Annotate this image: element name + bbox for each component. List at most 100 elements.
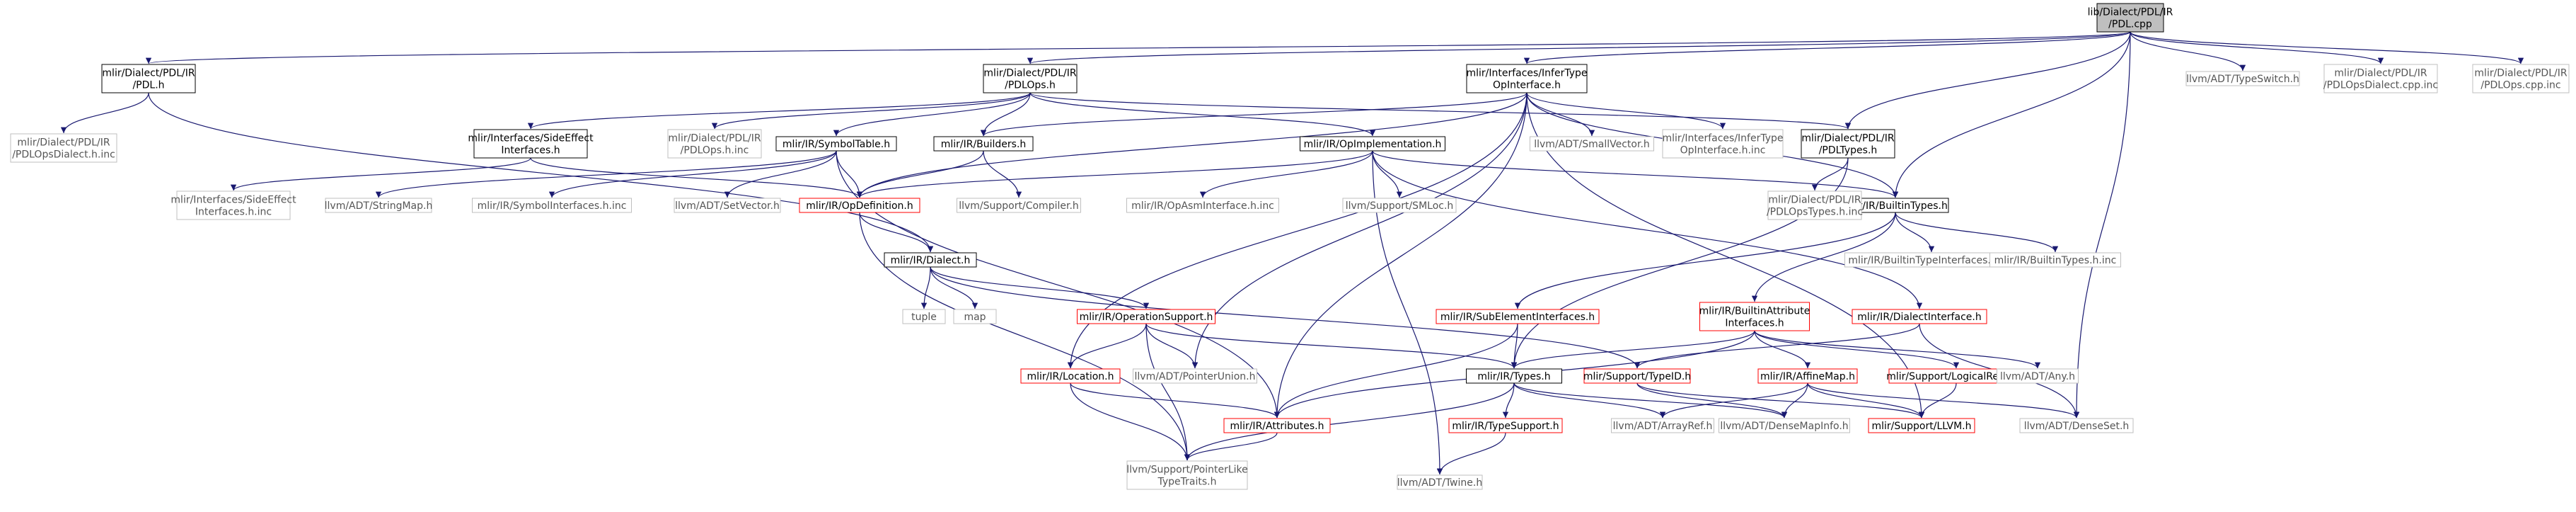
node-stringmap[interactable]: llvm/ADT/StringMap.h [325, 198, 433, 213]
edge-infertype-to-builders [981, 92, 1527, 137]
edge-symboltable-to-setvector [724, 150, 837, 198]
node-opimpl[interactable]: mlir/IR/OpImplementation.h [1300, 136, 1445, 152]
node-pdlops_h[interactable]: mlir/Dialect/PDL/IR/PDLOps.h [983, 64, 1078, 93]
node-builders[interactable]: mlir/IR/Builders.h [933, 136, 1034, 152]
node-opsupport[interactable]: mlir/IR/OperationSupport.h [1077, 309, 1215, 324]
node-any[interactable]: llvm/ADT/Any.h [1997, 368, 2079, 384]
edge-infertype-to-attributes [1273, 92, 1527, 419]
node-location-box [1020, 368, 1121, 384]
node-infertype_inc[interactable]: mlir/Interfaces/InferTypeOpInterface.h.i… [1662, 129, 1784, 159]
node-pdlops_hinc[interactable]: mlir/Dialect/PDL/IR/PDLOps.h.inc [667, 129, 762, 159]
node-typeid[interactable]: mlir/Support/TypeID.h [1583, 368, 1691, 384]
node-subelement[interactable]: mlir/IR/SubElementInterfaces.h [1436, 309, 1600, 324]
node-dialect[interactable]: mlir/IR/Dialect.h [884, 252, 977, 268]
node-setvector[interactable]: llvm/ADT/SetVector.h [674, 198, 781, 213]
node-setvector-label: llvm/ADT/SetVector.h [675, 200, 780, 212]
node-pdlopsdialect_h[interactable]: mlir/Dialect/PDL/IR/PDLOpsDialect.h.inc [10, 133, 117, 163]
edge-builtintypes-to-builtintypeinterfaces [1895, 212, 1935, 253]
node-builtintypes_inc[interactable]: mlir/IR/BuiltinTypes.h.inc [1989, 252, 2121, 268]
node-dialectinterface-box [1852, 309, 1987, 324]
node-denseset-box [2019, 418, 2134, 433]
node-opasminterface[interactable]: mlir/IR/OpAsmInterface.h.inc [1126, 198, 1279, 213]
node-pdlops_cpp[interactable]: mlir/Dialect/PDL/IR/PDLOps.cpp.inc [2472, 64, 2570, 93]
node-symboltable-box [775, 136, 897, 152]
node-pdlopsdialect_cpp[interactable]: mlir/Dialect/PDL/IR/PDLOpsDialect.cpp.in… [2323, 64, 2438, 93]
node-types[interactable]: mlir/IR/Types.h [1466, 368, 1562, 384]
node-symboltable-label: mlir/IR/SymbolTable.h [782, 139, 890, 150]
edge-root-to-pdlopsdialect_cpp [2130, 31, 2384, 64]
node-dialectinterface-label: mlir/IR/DialectInterface.h [1857, 312, 1981, 323]
node-builtintypes_inc-box [1989, 252, 2121, 268]
node-pdlops_cpp-box [2472, 64, 2570, 93]
node-location[interactable]: mlir/IR/Location.h [1020, 368, 1121, 384]
node-symbolinterfaces[interactable]: mlir/IR/SymbolInterfaces.h.inc [472, 198, 632, 213]
node-densemapinfo[interactable]: llvm/ADT/DenseMapInfo.h [1719, 418, 1850, 433]
node-attributes[interactable]: mlir/IR/Attributes.h [1223, 418, 1331, 433]
node-pointerunion[interactable]: llvm/ADT/PointerUnion.h [1133, 368, 1257, 384]
node-pdlopsdialect_h-label: /PDLOpsDialect.h.inc [12, 149, 115, 161]
node-types-label: mlir/IR/Types.h [1477, 371, 1550, 382]
node-llvm_h[interactable]: mlir/Support/LLVM.h [1868, 418, 1975, 433]
node-pdl_h[interactable]: mlir/Dialect/PDL/IR/PDL.h [101, 64, 196, 93]
node-builtintypes[interactable]: mlir/IR/BuiltinTypes.h [1842, 198, 1949, 213]
node-tuple[interactable]: tuple [902, 309, 946, 324]
node-llvm_h-label: mlir/Support/LLVM.h [1872, 421, 1972, 432]
node-opasminterface-box [1126, 198, 1279, 213]
node-compiler[interactable]: llvm/Support/Compiler.h [957, 198, 1081, 213]
node-arrayref-label: llvm/ADT/ArrayRef.h [1613, 421, 1713, 432]
node-smallvector[interactable]: llvm/ADT/SmallVector.h [1530, 136, 1654, 152]
node-infertype-label: mlir/Interfaces/InferType [1466, 68, 1587, 79]
node-pdlopstypes-label: /PDLOpsTypes.h.inc [1767, 207, 1863, 218]
node-any-label: llvm/ADT/Any.h [2000, 371, 2075, 382]
node-typeswitch[interactable]: llvm/ADT/TypeSwitch.h [2185, 71, 2300, 86]
node-twine-box [1397, 474, 1483, 490]
node-logicalresult[interactable]: mlir/Support/LogicalResult.h [1886, 368, 2026, 384]
edge-types-to-arrayref [1513, 382, 1666, 419]
node-smloc-box [1342, 198, 1457, 213]
node-map[interactable]: map [953, 309, 997, 324]
edge-typeid-to-llvm_h [1636, 382, 1925, 419]
edge-pdl_h-to-dialect [148, 92, 934, 253]
node-sideeffect-label: mlir/Interfaces/SideEffect [468, 133, 594, 144]
edge-infertype-to-location [1067, 92, 1527, 369]
node-opdefinition[interactable]: mlir/IR/OpDefinition.h [799, 198, 920, 213]
edge-affinemap-to-densemapinfo [1781, 382, 1808, 419]
edge-root-to-pdl_h [146, 31, 2131, 64]
edge-pdlops_h-to-builders [980, 92, 1031, 137]
node-twine[interactable]: llvm/ADT/Twine.h [1397, 474, 1483, 490]
node-dialectinterface[interactable]: mlir/IR/DialectInterface.h [1852, 309, 1987, 324]
edge-location-to-attributes [1070, 382, 1281, 419]
node-denseset[interactable]: llvm/ADT/DenseSet.h [2019, 418, 2134, 433]
node-densemapinfo-box [1719, 418, 1850, 433]
node-sideeffect_inc[interactable]: mlir/Interfaces/SideEffectInterfaces.h.i… [171, 190, 296, 220]
node-arrayref[interactable]: llvm/ADT/ArrayRef.h [1611, 418, 1714, 433]
edge-dialect-to-map [930, 266, 978, 309]
node-builders-box [933, 136, 1034, 152]
node-attributes-label: mlir/IR/Attributes.h [1230, 421, 1324, 432]
node-pdlopstypes[interactable]: mlir/Dialect/PDL/IR/PDLOpsTypes.h.inc [1767, 190, 1863, 220]
edge-opimpl-to-opdefinition [856, 150, 1373, 198]
node-smloc[interactable]: llvm/Support/SMLoc.h [1342, 198, 1457, 213]
node-affinemap[interactable]: mlir/IR/AffineMap.h [1757, 368, 1858, 384]
node-dialect-box [884, 252, 977, 268]
edge-pdl_h-to-pdlopsdialect_h [60, 92, 149, 134]
node-opdefinition-box [799, 198, 920, 213]
node-pdltypes[interactable]: mlir/Dialect/PDL/IR/PDLTypes.h [1801, 129, 1895, 159]
node-builtintypeinterfaces[interactable]: mlir/IR/BuiltinTypeInterfaces.h.inc [1844, 252, 2018, 268]
node-location-label: mlir/IR/Location.h [1027, 371, 1114, 382]
edge-builtinattr-to-any [1754, 330, 2041, 369]
node-symboltable[interactable]: mlir/IR/SymbolTable.h [775, 136, 897, 152]
edge-opsupport-to-pointerunion [1145, 323, 1199, 369]
node-typesupport[interactable]: mlir/IR/TypeSupport.h [1448, 418, 1563, 433]
node-smallvector-box [1530, 136, 1654, 152]
node-compiler-box [957, 198, 1081, 213]
node-logicalresult-label: mlir/Support/LogicalResult.h [1886, 371, 2026, 382]
edge-types-to-typesupport [1502, 382, 1515, 419]
edge-typeid-to-densemapinfo [1636, 382, 1788, 419]
node-pdlopsdialect_cpp-label: mlir/Dialect/PDL/IR [2334, 68, 2427, 79]
node-pointerlike-label: llvm/Support/PointerLike [1126, 465, 1248, 476]
